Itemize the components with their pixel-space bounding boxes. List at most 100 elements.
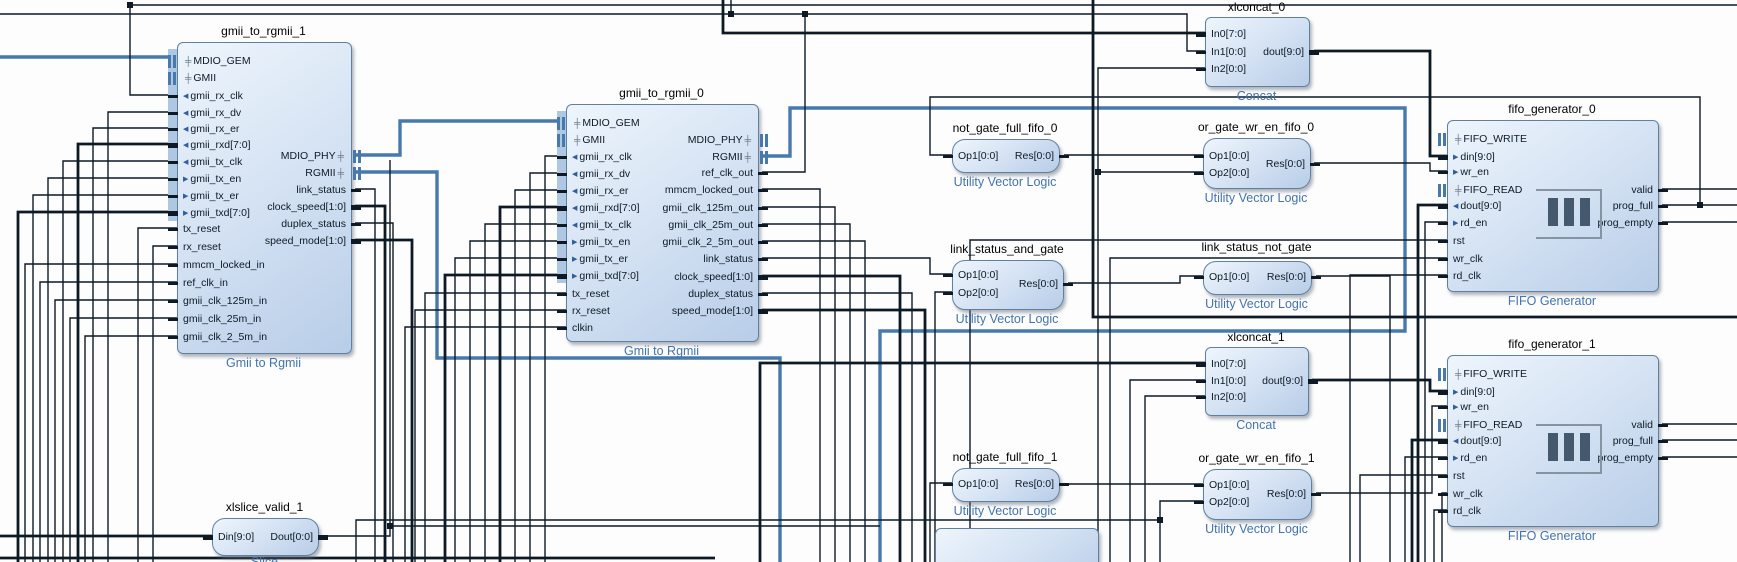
net-wire[interactable] [107,111,177,562]
net-wire[interactable] [355,222,394,562]
port-gmii-tx-er[interactable]: ▶gmii_tx_er [183,189,239,203]
pin-stub[interactable] [758,224,768,227]
port-valid[interactable]: valid [1631,183,1653,197]
port-gmii-clk-2-5m-in[interactable]: gmii_clk_2_5m_in [183,330,267,344]
pin-stub[interactable] [758,189,768,192]
port-gmii[interactable]: ╪GMII [183,71,216,85]
pin-stub[interactable] [557,190,567,193]
pin-stub[interactable] [1196,51,1206,54]
port-gmii-rxd-7-0-[interactable]: ◀gmii_rxd[7:0] [183,138,251,152]
port-ref-clk-out[interactable]: ref_clk_out [702,166,753,180]
port-speed-mode-1-0-[interactable]: speed_mode[1:0] [672,304,753,318]
pin-stub[interactable] [1658,457,1668,460]
pin-stub[interactable] [1311,493,1321,496]
port-link-status[interactable]: link_status [296,183,346,197]
port-gmii-tx-clk[interactable]: ◀gmii_tx_clk [572,218,631,232]
pin-stub[interactable] [168,128,178,131]
port-valid[interactable]: valid [1631,418,1653,432]
port-res-0-0-[interactable]: Res[0:0] [1019,277,1058,291]
net-wire[interactable] [1316,275,1391,562]
interface-pin-stub[interactable] [1438,184,1441,197]
pin-stub[interactable] [318,535,328,540]
pin-stub[interactable] [168,211,178,216]
interface-pin-stub[interactable] [1443,184,1446,197]
pin-stub[interactable] [351,239,361,244]
port-res-0-0-[interactable]: Res[0:0] [1266,157,1305,171]
pin-stub[interactable] [168,143,178,148]
pin-stub[interactable] [1194,484,1204,487]
net-wire[interactable] [498,205,566,562]
net-wire[interactable] [758,361,1205,562]
pin-stub[interactable] [943,483,953,486]
port-gmii-clk-25m-in[interactable]: gmii_clk_25m_in [183,312,261,326]
pin-stub[interactable] [168,112,178,115]
net-wire[interactable] [76,142,177,562]
interface-pin-stub[interactable] [557,134,560,147]
net-wire[interactable] [424,292,566,562]
block-gmii_to_rgmii_0[interactable]: ╪MDIO_GEM╪GMII◀gmii_rx_clk◀gmii_rx_dv◀gm… [557,104,768,342]
pin-stub[interactable] [557,224,567,227]
pin-stub[interactable] [168,246,178,249]
block-fifo_generator_1[interactable]: ╪FIFO_WRITE▶din[9:0]▶wr_en╪FIFO_READ◀dou… [1438,355,1668,527]
port-in1-0-0-[interactable]: In1[0:0] [1211,45,1246,59]
pin-stub[interactable] [943,274,953,277]
pin-stub[interactable] [351,223,361,226]
port-rd-clk[interactable]: rd_clk [1453,504,1481,518]
net-wire[interactable] [32,194,177,562]
net-wire[interactable] [152,245,177,562]
port-gmii-rxd-7-0-[interactable]: ◀gmii_rxd[7:0] [572,201,640,215]
interface-pin-stub[interactable] [1438,419,1441,432]
net-wire[interactable] [469,240,566,562]
pin-stub[interactable] [1438,258,1448,261]
interface-pin-stub[interactable] [765,151,768,164]
block-not_gate_full_fifo_0[interactable]: Op1[0:0]Res[0:0] [943,139,1069,173]
block-clipped[interactable] [935,528,1099,562]
block-or_gate_wr_en_fifo_0[interactable]: Op1[0:0]Op2[0:0]Res[0:0] [1194,138,1320,189]
port-op1-0-0-[interactable]: Op1[0:0] [958,268,998,282]
port-gmii-tx-en[interactable]: ▶gmii_tx_en [572,235,630,249]
interface-pin-stub[interactable] [353,167,356,180]
block-link_status_and_gate[interactable]: Op1[0:0]Op2[0:0]Res[0:0] [943,260,1073,310]
net-wire[interactable] [1091,0,1737,319]
pin-stub[interactable] [1310,163,1320,166]
port-op2-0-0-[interactable]: Op2[0:0] [1209,495,1249,509]
port-wr-clk[interactable]: wr_clk [1453,252,1483,266]
port-res-0-0-[interactable]: Res[0:0] [1015,477,1054,491]
pin-stub[interactable] [1658,205,1668,208]
net-wire[interactable] [355,519,1160,562]
net-wire[interactable] [355,188,376,562]
pin-stub[interactable] [168,178,178,181]
port-fifo-write[interactable]: ╪FIFO_WRITE [1453,367,1527,381]
pin-stub[interactable] [758,258,768,261]
pin-stub[interactable] [1311,276,1321,279]
port-res-0-0-[interactable]: Res[0:0] [1267,487,1306,501]
port-res-0-0-[interactable]: Res[0:0] [1015,149,1054,163]
interface-pin-stub[interactable] [562,117,565,130]
net-wire[interactable] [1410,438,1447,562]
net-wire[interactable] [1159,500,1203,562]
pin-stub[interactable] [168,282,178,285]
net-wire[interactable] [443,273,566,562]
interface-pin-stub[interactable] [1438,368,1441,381]
net-wire[interactable] [762,257,952,275]
pin-stub[interactable] [1658,222,1668,225]
pin-stub[interactable] [168,318,178,321]
pin-stub[interactable] [168,228,178,231]
port-wr-clk[interactable]: wr_clk [1453,487,1483,501]
net-wire[interactable] [529,172,566,562]
net-wire[interactable] [762,223,851,562]
pin-stub[interactable] [1194,276,1204,279]
pin-stub[interactable] [168,300,178,303]
pin-stub[interactable] [557,241,567,244]
port-gmii-rx-dv[interactable]: ◀gmii_rx_dv [572,167,630,181]
pin-stub[interactable] [1194,155,1204,158]
pin-stub[interactable] [168,95,178,98]
pin-stub[interactable] [557,206,567,211]
port-in2-0-0-[interactable]: In2[0:0] [1211,390,1246,404]
pin-stub[interactable] [557,327,567,330]
pin-stub[interactable] [1438,275,1448,278]
net-wire[interactable] [54,299,177,562]
port-tx-reset[interactable]: tx_reset [183,222,220,236]
net-wire[interactable] [1109,257,1447,562]
net-wire-highlighted[interactable] [762,106,1407,562]
